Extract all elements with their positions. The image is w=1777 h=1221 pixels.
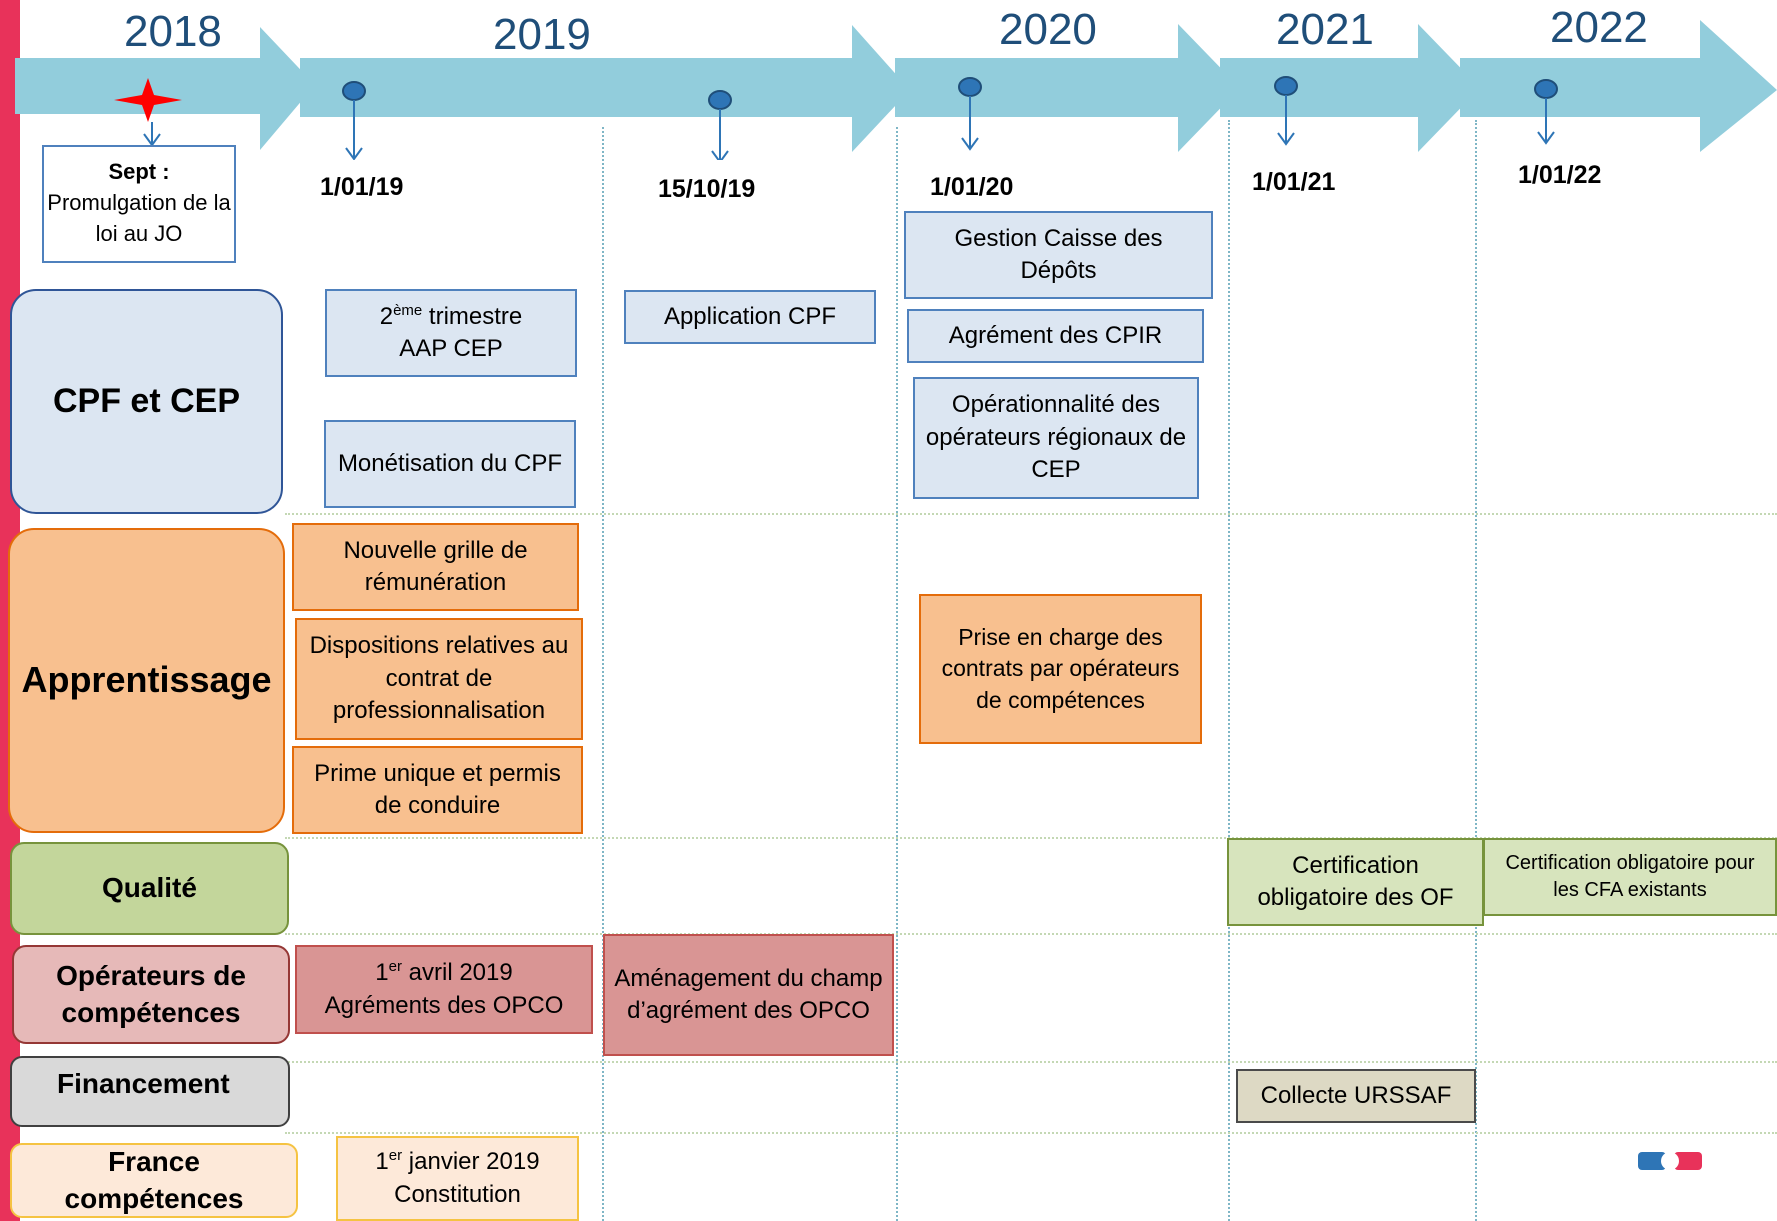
item-constitution: 1er janvier 2019 Constitution (336, 1136, 579, 1221)
column-divider (602, 127, 604, 1221)
sept-box: Sept : Promulgation de la loi au JO (42, 145, 236, 263)
date-label: 1/01/19 (320, 173, 404, 201)
item-operationnalite: Opérationnalité des opérateurs régionaux… (913, 377, 1199, 499)
item-dispositions: Dispositions relatives au contrat de pro… (295, 618, 583, 740)
date-label: 1/01/22 (1518, 161, 1602, 189)
marker-icon (1274, 76, 1298, 146)
logo-icon (1638, 1152, 1702, 1170)
category-operateurs: Opérateurs de compétences (12, 945, 290, 1044)
year-label: 2018 (124, 7, 222, 56)
arrow-2020 (895, 24, 1240, 152)
year-label: 2019 (493, 10, 591, 59)
sept-title: Sept : (108, 159, 170, 184)
sept-text: Promulgation de la loi au JO (47, 189, 231, 246)
marker-icon (1534, 79, 1558, 145)
item-nouvelle-grille: Nouvelle grille de rémunération (292, 523, 579, 611)
item-application-cpf: Application CPF (624, 290, 876, 344)
row-divider (285, 513, 1777, 515)
arrow-2021 (1220, 24, 1480, 152)
year-label: 2021 (1276, 5, 1374, 54)
row-divider (285, 1132, 1777, 1134)
marker-icon (342, 81, 366, 160)
category-financement: Financement (10, 1056, 290, 1127)
category-france-competences: France compétences (10, 1143, 298, 1218)
item-prime-unique: Prime unique et permis de conduire (292, 746, 583, 834)
item-gestion-caisse: Gestion Caisse des Dépôts (904, 211, 1213, 299)
item-agrement-cpir: Agrément des CPIR (907, 309, 1204, 363)
date-label: 15/10/19 (658, 175, 756, 203)
category-cpf: CPF et CEP (10, 289, 283, 514)
year-label: 2020 (999, 5, 1097, 54)
item-amenagement-opco: Aménagement du champ d’agrément des OPCO (603, 934, 894, 1056)
column-divider (1475, 120, 1477, 1221)
marker-icon (958, 77, 982, 151)
item-certification-cfa: Certification obligatoire pour les CFA e… (1483, 838, 1777, 916)
item-monetisation-cpf: Monétisation du CPF (324, 420, 576, 508)
item-trimestre-aap: 2ème trimestre AAP CEP (325, 289, 577, 377)
date-label: 1/01/21 (1252, 168, 1336, 196)
column-divider (1228, 120, 1230, 1221)
item-collecte-urssaf: Collecte URSSAF (1236, 1069, 1476, 1123)
item-certification-of: Certification obligatoire des OF (1227, 838, 1484, 926)
row-divider (285, 933, 1777, 935)
row-divider (285, 1061, 1777, 1063)
arrow-2018 (15, 27, 315, 150)
arrow-2019 (300, 25, 910, 152)
star-icon (114, 78, 182, 122)
column-divider (896, 127, 898, 1221)
arrow-2022 (1460, 20, 1777, 152)
category-qualite: Qualité (10, 842, 289, 935)
row-divider (285, 837, 1777, 839)
item-prise-en-charge: Prise en charge des contrats par opérate… (919, 594, 1202, 744)
date-label: 1/01/20 (930, 173, 1014, 201)
year-label: 2022 (1550, 3, 1648, 52)
item-agrements-opco: 1er avril 2019 Agréments des OPCO (295, 945, 593, 1034)
category-apprentissage: Apprentissage (8, 528, 285, 833)
marker-icon (708, 90, 732, 160)
timeline-arrows (15, 20, 1777, 160)
